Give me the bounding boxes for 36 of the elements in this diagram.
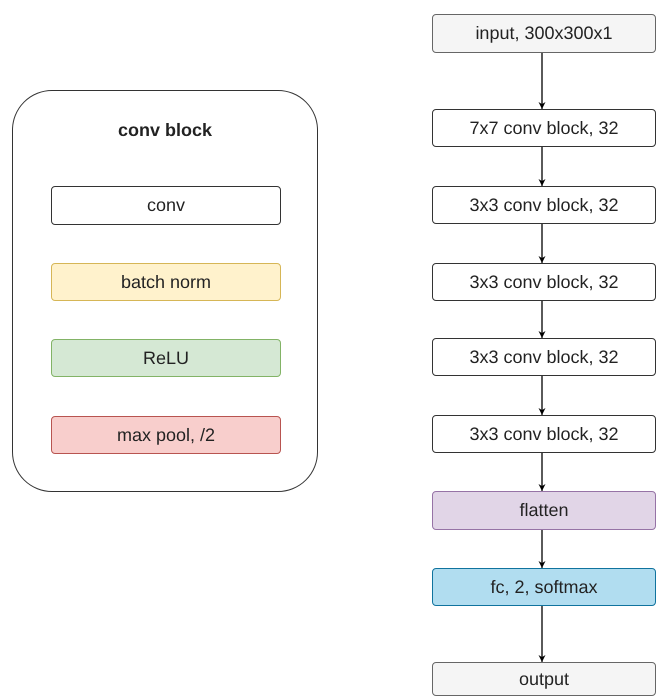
arrow [538, 530, 546, 568]
process-box [51, 263, 281, 301]
process-box [432, 338, 656, 376]
arrow [538, 53, 546, 109]
process-box [51, 339, 281, 377]
arrow [538, 606, 546, 662]
box-label: 3x3 conv block, 32 [469, 194, 619, 216]
box-label: output [518, 668, 570, 691]
box-label: flatten [519, 499, 569, 522]
output-box [432, 662, 656, 696]
process-box [51, 186, 281, 225]
process-box [432, 415, 656, 453]
arrow [538, 147, 546, 186]
box-label: input, 300x300x1 [475, 22, 613, 45]
box-label: ReLU [142, 346, 190, 370]
box-label: 3x3 conv block, 32 [469, 346, 619, 368]
arrow [538, 376, 546, 415]
arrow [538, 224, 546, 263]
process-box [432, 263, 656, 301]
process-box [432, 186, 656, 224]
input-box [432, 14, 656, 53]
box-label: batch norm [120, 270, 212, 294]
box-label: max pool, /2 [116, 424, 216, 447]
arrow [538, 301, 546, 338]
process-box [51, 416, 281, 454]
box-label: 3x3 conv block, 32 [469, 270, 619, 294]
process-box [432, 109, 656, 147]
box-label: 3x3 conv block, 32 [469, 422, 619, 446]
group-panel [12, 90, 318, 492]
process-box [432, 568, 656, 606]
group-title: conv block [116, 119, 214, 142]
box-label: 7x7 conv block, 32 [469, 116, 619, 140]
process-box [432, 491, 656, 530]
arrow [538, 453, 546, 491]
box-label: fc, 2, softmax [490, 576, 598, 598]
box-label: conv [146, 194, 186, 217]
